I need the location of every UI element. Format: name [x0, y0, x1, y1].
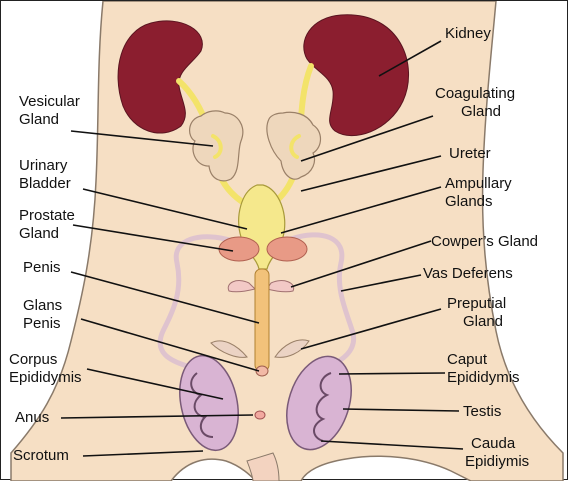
left-preputial-gland [210, 340, 248, 358]
label-line: Kidney [445, 25, 491, 42]
right-kidney-shape [303, 14, 410, 136]
label-line: Vas Deferens [423, 265, 513, 282]
label-preputial-gland: Preputial Gland [447, 295, 506, 331]
left-testis-shape [179, 354, 239, 452]
label-kidney: Kidney [445, 25, 491, 43]
label-line: Glands [445, 193, 493, 210]
leader-cauda [320, 440, 464, 450]
label-line: Penis [23, 315, 61, 332]
label-line: Penis [23, 259, 61, 276]
label-anus: Anus [15, 409, 49, 427]
left-kidney-shape [117, 20, 203, 134]
leader-testis [342, 408, 460, 412]
label-glans-penis: Glans Penis [23, 297, 62, 333]
label-line: Ampullary [445, 175, 512, 192]
label-coagulating-gland: Coagulating Gland [435, 85, 515, 121]
label-cowpers-gland: Cowper’s Gland [431, 233, 538, 251]
label-vesicular-gland: Vesicular Gland [19, 93, 80, 129]
label-line: Gland [19, 111, 60, 128]
label-line: Gland [463, 313, 504, 330]
left-epididymis-coil [190, 372, 214, 438]
label-ureter: Ureter [449, 145, 491, 163]
right-cowpers-gland [266, 280, 295, 293]
label-line: Epididymis [9, 369, 82, 386]
leader-ureter [300, 155, 442, 192]
label-urinary-bladder: Urinary Bladder [19, 157, 71, 193]
label-caput-epididymis: Caput Epididymis [447, 351, 520, 387]
label-prostate-gland: Prostate Gland [19, 207, 75, 243]
leader-bladder [82, 188, 248, 230]
left-vesicular-gland-shape [189, 110, 244, 182]
leader-cowper [290, 240, 432, 288]
leader-preputial [300, 308, 442, 350]
right-coagulating-gland-shape [266, 111, 322, 180]
label-line: Preputial [447, 295, 507, 312]
label-line: Scrotum [13, 447, 69, 464]
right-prostate-lobe [266, 236, 308, 262]
penis-shaft [254, 268, 270, 372]
right-epididymis-coil [313, 372, 332, 442]
label-line: Ureter [449, 145, 491, 162]
leader-corpus [86, 368, 224, 400]
left-gland-curl [211, 134, 223, 159]
right-preputial-gland [274, 339, 310, 358]
leader-penis [70, 271, 260, 324]
label-line: Testis [463, 403, 502, 420]
label-line: Vesicular [19, 93, 80, 110]
label-cauda-epididymis: Cauda Epidiymis [465, 435, 529, 471]
label-testis: Testis [463, 403, 501, 421]
leader-scrotum [82, 450, 204, 457]
label-line: Anus [15, 409, 50, 426]
label-line: Cauda [471, 435, 516, 452]
label-penis: Penis [23, 259, 61, 277]
leader-kidney [378, 40, 442, 77]
leader-lines [60, 40, 464, 457]
label-line: Glans [23, 297, 63, 314]
leader-vas [340, 274, 422, 292]
leader-glans [80, 318, 260, 372]
label-line: Coagulating [435, 85, 516, 102]
label-line: Gland [19, 225, 60, 242]
left-vas-deferens [157, 234, 236, 369]
label-line: Prostate [19, 207, 75, 224]
label-line: Caput [447, 351, 488, 368]
label-vas-deferens: Vas Deferens [423, 265, 513, 283]
tail [246, 452, 280, 481]
label-scrotum: Scrotum [13, 447, 69, 465]
leader-vesicular [70, 130, 214, 147]
label-line: Gland [461, 103, 502, 120]
left-cowpers-gland [227, 280, 256, 293]
label-ampullary-glands: Ampullary Glands [445, 175, 512, 211]
label-line: Bladder [19, 175, 71, 192]
label-line: Epididymis [447, 369, 520, 386]
leader-anus [60, 414, 254, 419]
leader-caput [338, 372, 446, 375]
label-line: Urinary [19, 157, 68, 174]
label-corpus-epididymis: Corpus Epididymis [9, 351, 82, 387]
glans-penis-shape [255, 365, 269, 377]
leader-prostate [72, 224, 234, 252]
leader-coagulating [300, 115, 434, 162]
right-vas-deferens [288, 232, 357, 369]
label-line: Epidiymis [465, 453, 530, 470]
leader-ampullary [280, 186, 442, 234]
anus-shape [254, 410, 266, 420]
right-gland-curl [289, 134, 301, 159]
label-line: Corpus [9, 351, 58, 368]
label-line: Cowper’s Gland [431, 233, 538, 250]
